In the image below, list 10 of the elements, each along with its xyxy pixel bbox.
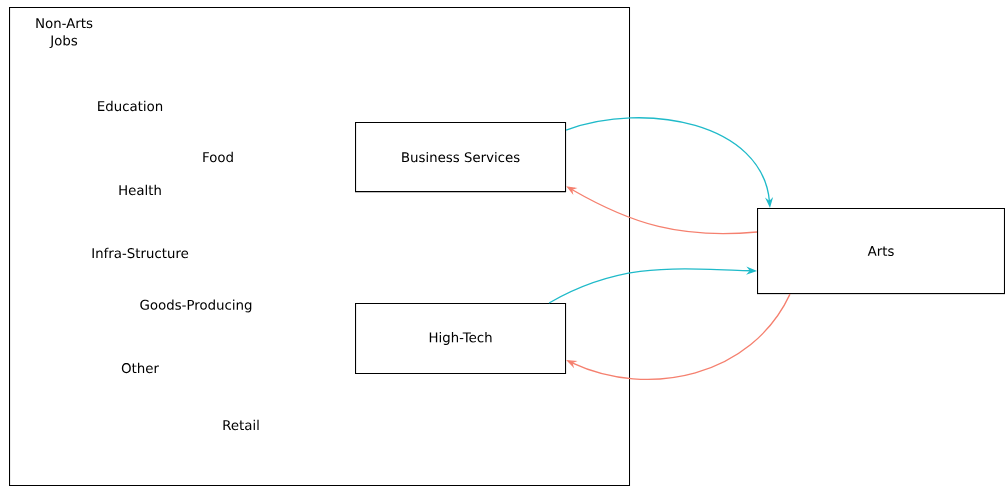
category-label: Retail <box>223 419 259 431</box>
category-label: Health <box>119 184 161 196</box>
category-label: Goods-Producing <box>140 299 252 313</box>
category-label: Other <box>121 362 159 374</box>
category-label: Food <box>203 151 233 163</box>
process-box: Arts <box>757 208 1005 295</box>
process-box: High-Tech <box>355 303 567 375</box>
category-label: Education <box>98 100 163 112</box>
process-box: Business Services <box>355 122 567 193</box>
category-label: Infra-Structure <box>92 247 189 259</box>
